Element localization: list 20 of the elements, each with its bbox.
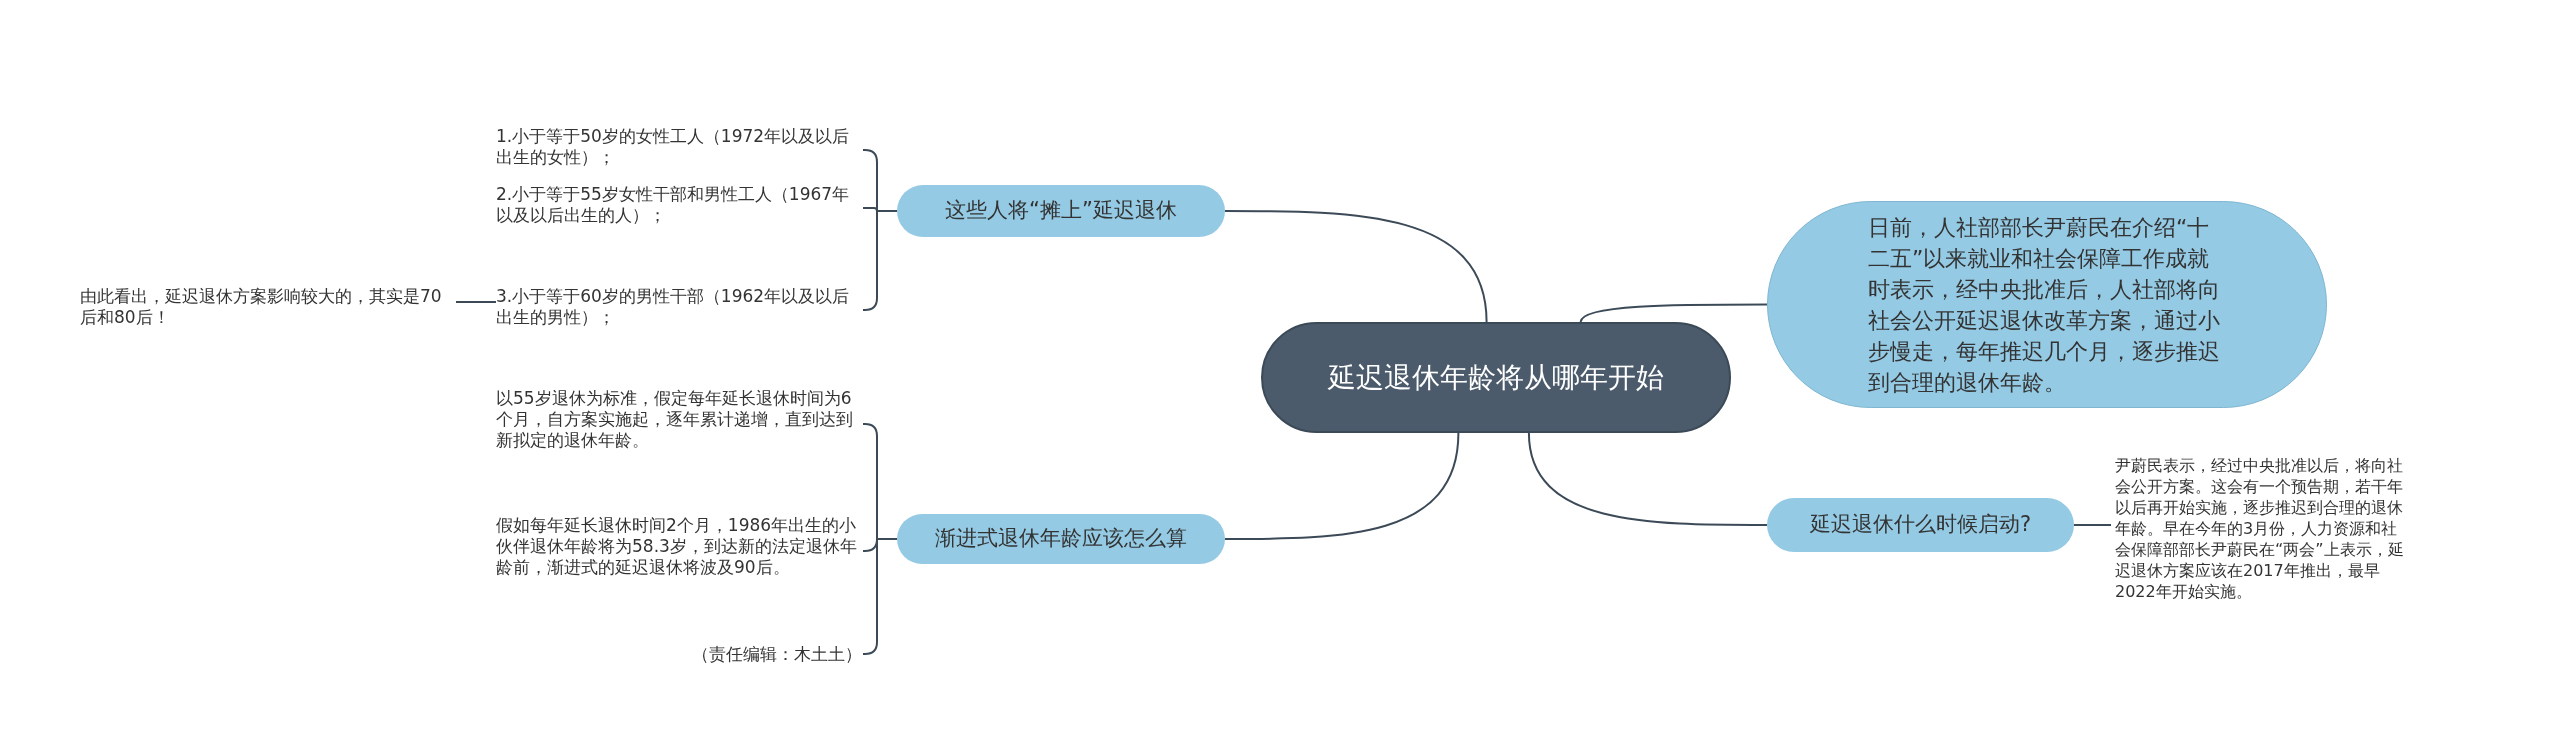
connector-line	[1224, 432, 1460, 540]
topic-bubble: 日前，人社部部长尹蔚民在介绍“十二五”以来就业和社会保障工作成就时表示，经中央批准后，人社部将向社会公开延迟退休改革方案，通过小步慢走，每年推迟几个月，逐步推迟到合理的退休年龄。	[1767, 201, 2327, 408]
connector-line	[1527, 432, 1768, 526]
note-text: 以55岁退休为标准，假定每年延长退休时间为6个月，自方案实施起，逐年累计递增，直到达到新拟定的退休年龄。	[496, 388, 854, 451]
topic-box: 这些人将“摊上”延迟退休	[897, 185, 1225, 237]
note-text: 2.小于等于55岁女性干部和男性工人（1967年以及以后出生的人）；	[496, 184, 851, 226]
topic-box: 延迟退休什么时候启动?	[1767, 498, 2074, 552]
topic-box: 渐进式退休年龄应该怎么算	[897, 514, 1225, 564]
note-text: 假如每年延长退休时间2个月，1986年出生的小伙伴退休年龄将为58.3岁，到达新的法定退休年龄前，渐进式的延迟退休将波及90后。	[496, 515, 858, 578]
note-text: 尹蔚民表示，经过中央批准以后，将向社会公开方案。这会有一个预告期，若干年以后再开始实施，逐步推迟到合理的退休年龄。早在今年的3月份，人力资源和社会保障部部长尹蔚民在“两会”上表示，延迟退休方案应该在2017年推出，最早2022年开始实施。	[2115, 456, 2404, 601]
connector-line	[862, 538, 898, 655]
central-topic: 延迟退休年龄将从哪年开始	[1261, 322, 1731, 433]
note-text: （责任编辑：木土土）	[692, 643, 862, 665]
note-text: 3.小于等于60岁的男性干部（1962年以及以后出生的男性）；	[496, 286, 851, 328]
note-text: 由此看出，延迟退休方案影响较大的，其实是70后和80后！	[80, 286, 443, 328]
connector-line	[1579, 303, 1768, 323]
connector-line	[1224, 210, 1488, 323]
connector-line	[455, 301, 497, 303]
connector-line	[2073, 524, 2112, 526]
note-text: 1.小于等于50岁的女性工人（1972年以及以后出生的女性）；	[496, 126, 851, 168]
